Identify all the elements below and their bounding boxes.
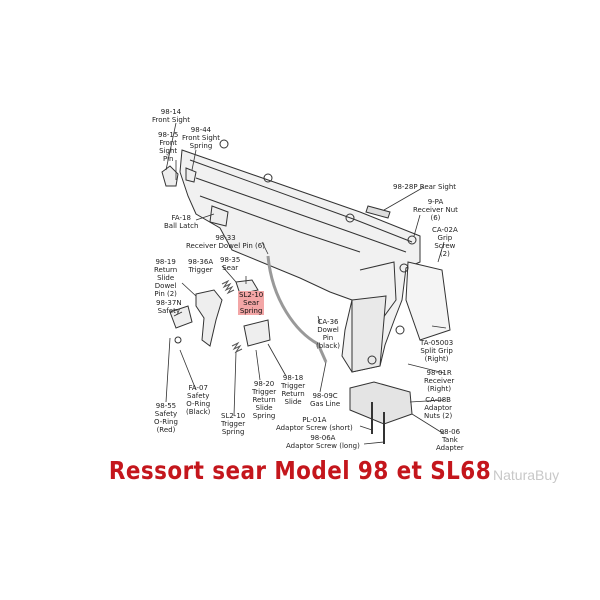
label-98-06a: 98-06A Adaptor Screw (long): [286, 434, 360, 450]
label-ca-36: CA-36 Dowel Pin (black): [316, 318, 341, 350]
caption: Ressort sear Model 98 et SL68: [108, 456, 492, 485]
label-sl2-10-trigger-spring: SL2-10 Trigger Spring: [221, 412, 246, 436]
label-ca-02a: CA-02A Grip Screw (2): [432, 226, 458, 258]
label-98-01r: 98-01R Receiver (Right): [424, 369, 455, 393]
label-ta-05003: TA-05003 Split Grip (Right): [420, 339, 454, 363]
label-pl-01a: PL-01A Adaptor Screw (short): [276, 416, 353, 432]
label-98-44: 98-44 Front Sight Spring: [182, 126, 220, 150]
label-98-33: 98-33 Receiver Dowel Pin (6): [186, 234, 265, 250]
label-sl2-10-sear-spring: SL2-10 Sear Spring: [238, 291, 265, 315]
label-98-06: 98-06 Tank Adapter: [436, 428, 464, 452]
label-fa-07: FA-07 Safety O-Ring (Black): [186, 384, 211, 416]
receiver-body: [161, 139, 451, 444]
label-98-37n: 98-37N Safety: [156, 299, 182, 315]
label-98-28p: 98-28P Rear Sight: [393, 183, 457, 191]
label-98-35: 98-35 Sear: [220, 256, 241, 272]
label-98-09c: 98-09C Gas Line: [310, 392, 341, 408]
label-98-20: 98-20 Trigger Return Slide Spring: [252, 380, 277, 420]
label-98-36a: 98-36A Trigger: [188, 258, 214, 274]
label-98-15: 98-15 Front Sight Pin: [158, 131, 179, 163]
label-ca-08b: CA-08B Adaptor Nuts (2): [424, 396, 453, 420]
label-98-14: 98-14 Front Sight: [152, 108, 190, 124]
label-fa-18: FA-18 Ball Latch: [164, 214, 199, 230]
leader-lines: [165, 122, 447, 445]
label-98-55: 98-55 Safety O-Ring (Red): [154, 402, 178, 434]
watermark: NaturaBuy: [493, 467, 560, 483]
label-9-pa: 9-PA Receiver Nut (6): [413, 198, 458, 222]
label-98-19: 98-19 Return Slide Dowel Pin (2): [154, 258, 178, 298]
label-98-18: 98-18 Trigger Return Slide: [281, 374, 306, 406]
